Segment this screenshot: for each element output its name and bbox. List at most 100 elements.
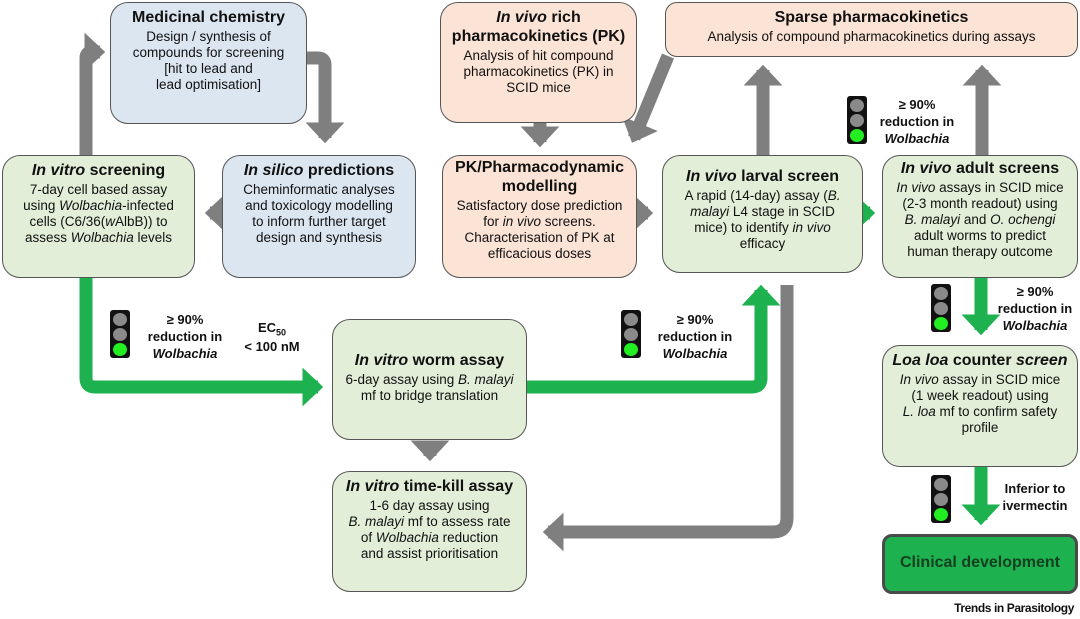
text-italic: in vivo [502, 213, 541, 229]
box-title-2: pharmacokinetics (PK) [451, 27, 626, 45]
title-italic: In vivo [686, 168, 737, 185]
text-italic: B. malayi [458, 371, 514, 387]
box-clinical-development: Clinical development [882, 534, 1078, 594]
text-italic: Wolbachia [59, 197, 123, 213]
box-pk-pd-modelling: PK/Pharmacodynamic modelling Satisfactor… [442, 155, 637, 278]
criterion-text: Inferior to [1004, 481, 1066, 496]
title-rest: rich [546, 9, 581, 26]
text-italic: in vivo [792, 219, 831, 235]
box-line: Cheminformatic analyses [243, 181, 395, 197]
text: -infected [122, 197, 174, 213]
text: assay in SCID mice [938, 371, 1061, 387]
text-italic: B. [827, 187, 841, 203]
title-rest: worm assay [408, 352, 505, 369]
text: assays in SCID mice [935, 179, 1064, 195]
criterion-text: EC [257, 320, 277, 335]
criterion-text: Wolbachia [1002, 317, 1068, 333]
journal-credit: Trends in Parasitology [954, 601, 1074, 615]
box-in-vivo-adult-screens: In vivo adult screens In vivo assays in … [882, 155, 1078, 278]
criterion-reduction-1: ≥ 90% reduction in Wolbachia [140, 312, 230, 363]
box-line: efficacy [739, 235, 786, 251]
box-in-vitro-screening: In vitro screening 7-day cell based assa… [2, 155, 195, 278]
text-italic: B. malayi [904, 211, 961, 227]
box-line: [hit to lead and [164, 60, 253, 76]
criterion-ivermectin: Inferior to ivermectin [992, 481, 1078, 515]
box-line: lead optimisation] [155, 76, 262, 92]
text: levels [133, 229, 173, 245]
box-title: Medicinal chemistry [132, 9, 285, 26]
text: for [483, 213, 503, 229]
arrow-medchem-to-insilico [305, 51, 345, 144]
title-italic: In vitro [345, 478, 400, 495]
title-italic: In vivo [900, 160, 952, 177]
title-italic: In silico [243, 162, 304, 179]
box-in-vitro-worm-assay: In vitro worm assay 6-day assay using B.… [332, 319, 527, 440]
text-italic: Wolbachia [70, 229, 134, 245]
text-italic: In vivo [896, 179, 936, 195]
text-italic: L. loa [902, 403, 936, 419]
text: cells (C6/36( [29, 213, 106, 229]
title-italic: In vitro [354, 352, 409, 369]
text-italic: malayi [690, 203, 730, 219]
text-italic: B. malayi [348, 513, 404, 529]
text-italic: Wolbachia [375, 529, 439, 545]
criterion-ec50: EC50 < 100 nM [232, 320, 312, 356]
criterion-subscript: 50 [276, 327, 287, 338]
traffic-light-icon [110, 310, 130, 358]
box-medicinal-chemistry: Medicinal chemistry Design / synthesis o… [110, 2, 307, 124]
arrow-larval-timekill-loop [542, 285, 794, 552]
criterion-text: Wolbachia [884, 130, 950, 146]
criterion-text: < 100 nM [244, 339, 300, 355]
criterion-text: reduction in [879, 113, 955, 129]
text: mf to assess rate [403, 513, 511, 529]
traffic-light-icon [847, 96, 867, 144]
arrow-sparsepk-to-pkpd [621, 53, 675, 143]
box-line: adult worms to predict [913, 227, 1047, 243]
title-italic: In vitro [31, 162, 86, 179]
traffic-light-icon [931, 284, 951, 332]
criterion-text: reduction in [997, 300, 1073, 316]
box-line: efficacious doses [487, 245, 592, 261]
traffic-light-icon [621, 310, 641, 358]
text: of [360, 529, 376, 545]
criterion-reduction-4: ≥ 90% reduction in Wolbachia [990, 284, 1080, 335]
text: mf to confirm safety [935, 403, 1058, 419]
box-line: Analysis of hit compound [463, 47, 614, 63]
box-line: (2-3 month readout) using [902, 195, 1058, 211]
box-line: design and synthesis [255, 229, 383, 245]
title-italic: In vivo [496, 9, 547, 26]
box-line: pharmacokinetics (PK) in [463, 63, 614, 79]
text: L4 stage in SCID [729, 203, 835, 219]
box-line: 7-day cell based assay [29, 181, 168, 197]
text: 6-day assay using [345, 371, 459, 387]
box-line: Analysis of compound pharmacokinetics du… [707, 28, 1036, 44]
title-rest: time-kill assay [399, 478, 514, 495]
box-line: Characterisation of PK at [464, 229, 615, 245]
criterion-text: Wolbachia [662, 345, 728, 361]
arrow-screening-to-worm [79, 278, 324, 407]
box-line: Design / synthesis of [146, 28, 271, 44]
text: screens. [541, 213, 596, 229]
text: reduction [438, 529, 499, 545]
box-line: and assist prioritisation [360, 545, 499, 561]
box-title: Clinical development [899, 554, 1061, 571]
text: and [960, 211, 991, 227]
box-line: to inform further target [252, 213, 386, 229]
criterion-text: ≥ 90% [676, 312, 714, 327]
text: A rapid (14-day) assay ( [684, 187, 828, 203]
box-line: and toxicology modelling [245, 197, 393, 213]
box-rich-pk: In vivo rich pharmacokinetics (PK) Analy… [440, 2, 637, 123]
text-italic: w [105, 213, 115, 229]
text: AlbB)) to [115, 213, 168, 229]
box-loa-loa-counter-screen: Loa loa counter screen In vivo assay in … [882, 345, 1078, 467]
text: using [23, 197, 60, 213]
box-in-vitro-time-kill-assay: In vitro time-kill assay 1-6 day assay u… [332, 471, 527, 592]
title-rest: adult screens [951, 160, 1060, 177]
criterion-reduction-2: ≥ 90% reduction in Wolbachia [650, 312, 740, 363]
title-italic: Loa loa [892, 352, 949, 369]
criterion-text: ≥ 90% [898, 97, 936, 112]
criterion-text: ≥ 90% [1016, 284, 1054, 299]
box-line: (1 week readout) using [911, 387, 1049, 403]
criterion-reduction-3: ≥ 90% reduction in Wolbachia [872, 97, 962, 148]
